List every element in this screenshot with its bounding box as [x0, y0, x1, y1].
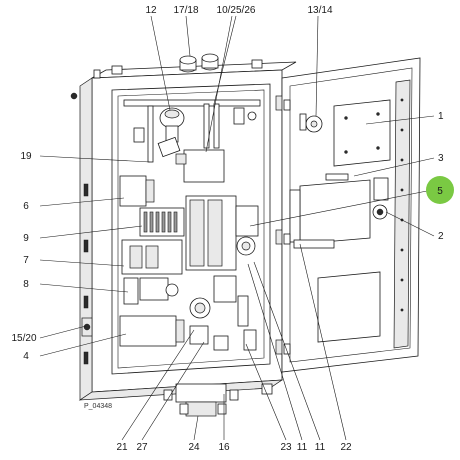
callout-4: 4: [23, 351, 29, 362]
callout-1: 1: [438, 111, 444, 122]
callout-16: 16: [218, 442, 230, 453]
callout-3: 3: [438, 153, 444, 164]
callout-2: 2: [438, 231, 444, 242]
callout-9: 9: [23, 233, 29, 244]
top-cable-glands: [179, 53, 219, 73]
callout-23: 23: [280, 442, 292, 453]
reference-code: P_04348: [84, 403, 112, 410]
callout-13-14: 13/14: [307, 5, 332, 16]
callout-6: 6: [23, 201, 29, 212]
callout-22: 22: [340, 442, 352, 453]
callout-19: 19: [20, 151, 32, 162]
highlight-marker-5: [426, 176, 454, 204]
callout-24: 24: [188, 442, 200, 453]
bottom-connectors: [163, 383, 273, 417]
callout-labels: 12 17/18 10/25/26 13/14 1 3 5 2 19 6 9 7…: [11, 5, 444, 453]
callout-21: 21: [116, 442, 128, 453]
cabinet-door: [281, 57, 421, 373]
callout-7: 7: [23, 255, 29, 266]
callout-5: 5: [437, 186, 443, 197]
callout-10-25-26: 10/25/26: [217, 5, 256, 16]
callout-11-b: 11: [315, 442, 326, 453]
terminal-slots: [143, 211, 178, 233]
callout-8: 8: [23, 279, 29, 290]
internal-components: [81, 99, 261, 351]
callout-12: 12: [145, 5, 157, 16]
callout-15-20: 15/20: [11, 333, 36, 344]
callout-17-18: 17/18: [173, 5, 198, 16]
callout-27: 27: [136, 442, 148, 453]
leader-lines: [39, 15, 435, 441]
callout-11-a: 11: [297, 442, 308, 453]
